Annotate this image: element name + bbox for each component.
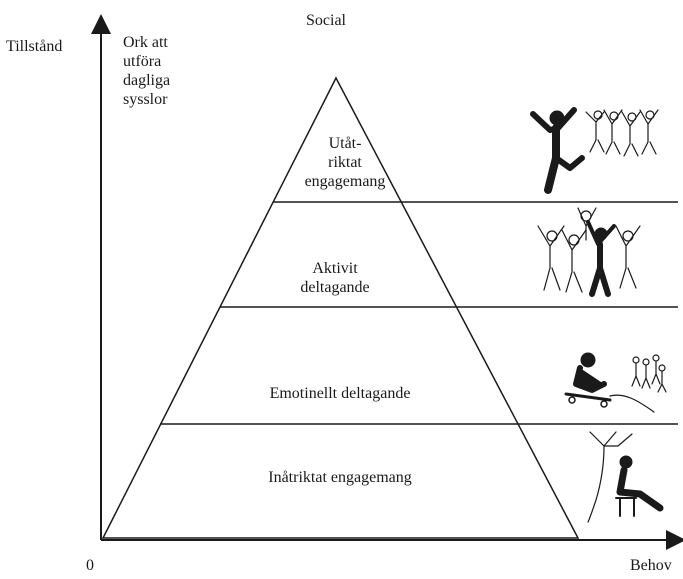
- level-label-active: Aktivit deltagande: [300, 260, 370, 296]
- pyramid-outline: [101, 76, 580, 539]
- person-sitting-watching-group-icon: [564, 352, 667, 413]
- origin-label: 0: [86, 557, 94, 574]
- x-axis-label: Behov: [630, 557, 672, 574]
- pyramid-apex-label: Social: [306, 12, 346, 29]
- person-cheering-in-group-icon: [537, 207, 641, 297]
- y-axis-label: Tillstånd: [6, 38, 63, 55]
- level-label-inward: Inåtriktat engagemang: [268, 469, 412, 486]
- level-label-emotional: Emotinellt deltagande: [269, 385, 411, 402]
- one-person-jumping-with-crowd-icon: [530, 107, 659, 194]
- axis-corner-note: Ork att utföra dagliga sysslor: [123, 34, 171, 108]
- level-label-outward: Utåt- riktat engagemang: [304, 135, 386, 190]
- person-sitting-alone-under-tree-icon: [587, 431, 664, 523]
